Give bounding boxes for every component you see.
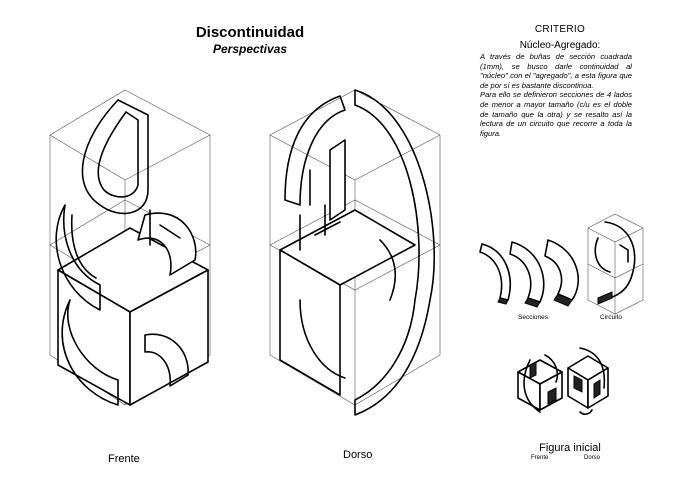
- criteria-paragraph-2: Para ello se definieron secciones de 4 l…: [480, 90, 632, 138]
- sections-label: Secciones: [518, 314, 548, 321]
- initial-figure-label: Figura inicial: [539, 442, 601, 454]
- criteria-subheading: Núcleo-Agregado:: [519, 40, 601, 51]
- criteria-heading: CRITERIO: [534, 24, 586, 35]
- criteria-text: A través de buñas de sección cuadrada (1…: [480, 52, 632, 138]
- page-title: Discontinuidad: [195, 24, 305, 41]
- initial-front-label: Frente: [531, 455, 549, 461]
- initial-back-label: Dorso: [584, 455, 601, 461]
- criteria-paragraph-1: A través de buñas de sección cuadrada (1…: [480, 52, 632, 90]
- front-label: Frente: [108, 453, 140, 465]
- circuit-label: Circuito: [600, 314, 623, 321]
- back-label: Dorso: [343, 449, 373, 461]
- page-subtitle: Perspectivas: [212, 42, 288, 56]
